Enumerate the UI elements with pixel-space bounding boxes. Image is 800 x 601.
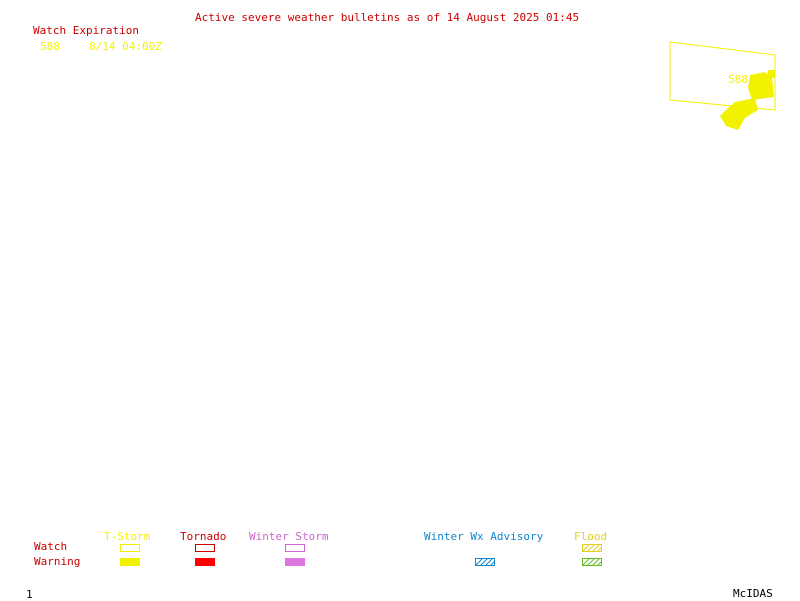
warning-polygon-north-notch [768, 70, 775, 78]
legend-flood-watch-swatch [582, 544, 602, 552]
watch-expiration-heading: Watch Expiration [33, 24, 139, 37]
watch-box-label: 588 [728, 73, 748, 86]
legend-tstorm-watch-swatch [120, 544, 140, 552]
legend-winter-storm-warning-swatch [285, 558, 305, 566]
watch-expiration-time: 8/14 04:00Z [89, 40, 162, 53]
legend-winter-wx-advisory-label: Winter Wx Advisory [424, 530, 544, 543]
legend-winter-wx-advisory-swatch [475, 558, 495, 566]
warning-polygon-north [748, 72, 774, 100]
watch-box-outline [669, 41, 776, 111]
legend-tornado-watch-swatch [195, 544, 215, 552]
legend-tornado-warning-swatch [195, 558, 215, 566]
legend-flood-warning-swatch [582, 558, 602, 566]
legend-flood-label: Flood [574, 530, 608, 543]
mcidas-brand: McIDAS [733, 587, 773, 600]
legend-row-watch: Watch [34, 540, 68, 553]
legend-tornado-label: Tornado [180, 530, 227, 543]
legend-row-warning: Warning [34, 555, 81, 568]
legend-tstorm-label: T-Storm [104, 530, 151, 543]
legend-winter-storm-label: Winter Storm [249, 530, 329, 543]
bulletin-title: Active severe weather bulletins as of 14… [195, 11, 580, 24]
frame-number: 1 [26, 588, 33, 601]
watch-id: 588 [40, 40, 60, 53]
warning-polygon-south [720, 98, 758, 130]
legend-tstorm-warning-swatch [120, 558, 140, 566]
legend-winter-storm-watch-swatch [285, 544, 305, 552]
